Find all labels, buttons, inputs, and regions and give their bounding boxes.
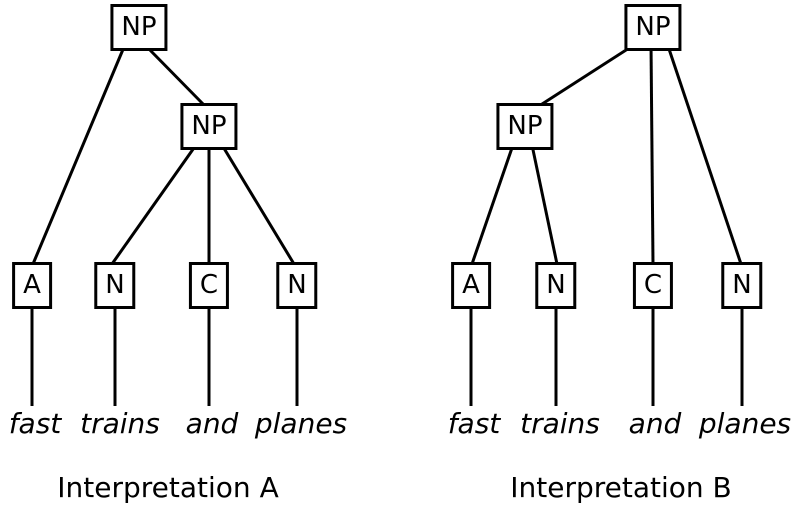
tree-a-node-np-root: NP <box>110 4 168 51</box>
edge-b-childnp-to-n1 <box>530 144 559 265</box>
tree-b-word-planes: planes <box>698 407 792 440</box>
tree-b-node-a: A <box>451 262 491 309</box>
tree-a-word-fast: fast <box>8 407 62 440</box>
edge-a-childnp-to-n2 <box>220 144 296 265</box>
tree-a-node-n1: N <box>94 262 136 309</box>
edge-b-root-to-n2 <box>665 42 743 265</box>
edge-b-root-to-c <box>649 42 655 265</box>
tree-b-word-trains: trains <box>520 407 600 440</box>
tree-a-word-trains: trains <box>80 407 160 440</box>
tree-a-node-a: A <box>12 262 52 309</box>
tree-b-node-np-child: NP <box>496 103 554 150</box>
edge-a-childnp-to-n1 <box>110 144 198 265</box>
tree-a-node-np-child: NP <box>180 103 238 150</box>
tree-b-node-n2: N <box>721 262 763 309</box>
tree-a-caption: Interpretation A <box>57 471 279 504</box>
edge-a-root-to-a <box>31 46 126 265</box>
tree-b-word-fast: fast <box>447 407 501 440</box>
tree-a-word-planes: planes <box>254 407 348 440</box>
tree-b-node-c: C <box>632 262 674 309</box>
tree-a-node-n2: N <box>276 262 318 309</box>
tree-a-node-c: C <box>188 262 230 309</box>
tree-b-node-n1: N <box>535 262 577 309</box>
edge-b-childnp-to-a <box>470 144 515 265</box>
edge-b-root-to-childnp <box>538 41 638 108</box>
edge-a-root-to-childnp <box>145 45 207 108</box>
tree-a-word-and: and <box>185 407 239 440</box>
tree-b-node-np-root: NP <box>624 4 682 51</box>
tree-b-word-and: and <box>628 407 682 440</box>
tree-b-caption: Interpretation B <box>510 471 732 504</box>
